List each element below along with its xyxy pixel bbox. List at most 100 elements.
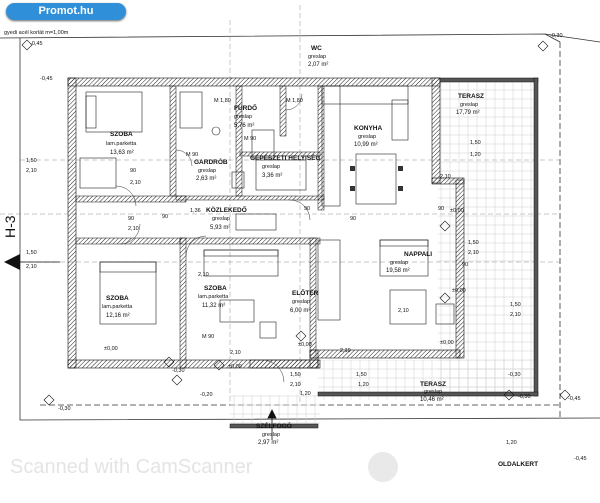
dim-label: -0,30 [550,33,563,39]
room-gardrob-area: 2,63 m² [196,176,216,182]
room-nappali-floor: greslap [390,260,408,266]
room-szoba2-floor: lam.parketta [102,304,133,310]
room-szoba3-floor: lam.parketta [198,294,229,300]
room-eloter-name: ELŐTÉR [292,288,319,297]
dim-label: 1,50 [470,140,481,146]
room-terasz-top-floor: greslap [460,102,478,108]
garden-label: OLDALKERT [498,461,538,468]
room-gepeszeti-floor: greslap [262,164,280,170]
terrace-tiles [230,82,538,427]
room-nappali-name: NAPPALI [404,251,432,258]
dim-label: 90 [128,216,134,222]
dim-label: M 1,80 [286,98,303,104]
dim-label: 90 [304,206,310,212]
room-konyha-floor: greslap [358,134,376,140]
dim-label: M 90 [186,152,198,158]
room-szoba1-floor: lam.parketta [106,141,137,147]
room-terasz-top-name: TERASZ [458,93,484,100]
dimension-labels: -0,45 -0,45 -0,30 -0,30 -0,30 -0,30 -0,3… [26,33,587,462]
dim-label: 2,10 [398,308,409,314]
room-labels: SZOBA lam.parketta 13,63 m² FÜRDŐ gresla… [102,45,484,446]
dim-label: 2,10 [230,350,241,356]
dim-label: M 90 [202,334,214,340]
dim-label: 2,10 [130,180,141,186]
section-mark: H-3 [2,215,18,238]
room-konyha-name: KONYHA [354,125,382,132]
dim-label: -0,30 [172,368,185,374]
room-szelfogo-area: 2,97 m² [258,440,278,446]
room-gardrob-floor: greslap [198,168,216,174]
dim-label: 90 [162,214,168,220]
dim-label: 90 [130,168,136,174]
room-eloter-area: 6,00 m² [290,308,310,314]
dim-label: 90 [350,216,356,222]
watermark-logo [368,452,398,482]
watermark-text: Scanned with CamScanner [10,456,253,478]
annotations: gyedi acél korlát m=1,00m OLDALKERT H-3 [2,30,538,468]
site-boundary [0,33,600,421]
dim-label: 1,50 [356,372,367,378]
level-markers [21,39,571,406]
room-wc-name: WC [311,45,322,52]
room-szoba1-name: SZOBA [110,131,133,138]
room-terasz-bottom-name: TERASZ [420,381,446,388]
room-szoba1-area: 13,63 m² [110,150,134,156]
dim-label: M 1,80 [214,98,231,104]
room-szoba3-area: 11,32 m² [202,303,225,309]
dim-label: 2,10 [290,382,301,388]
exterior-walls [67,77,465,369]
dim-label: -0,45 [574,456,587,462]
room-furdo-name: FÜRDŐ [234,103,257,112]
dim-label: 90 [438,206,444,212]
dim-label: -0,20 [200,392,213,398]
scale-note: gyedi acél korlát m=1,00m [4,30,69,36]
dim-label: 1,20 [300,391,311,397]
room-furdo-floor: greslap [234,114,252,120]
room-gepeszeti-name: GÉPÉSZETI HELYISÉG [250,153,321,162]
entry-arrow [267,409,277,440]
dim-label: 90 [462,262,468,268]
room-terasz-bottom-area: 10,46 m² [420,397,444,403]
room-gepeszeti-area: 3,36 m² [262,173,282,179]
dim-label: 2,10 [468,250,479,256]
dim-label: -0,45 [568,396,581,402]
dim-label: 2,10 [510,312,521,318]
room-furdo-area: 5,76 m² [234,123,254,129]
dim-label: 2,10 [440,174,451,180]
room-szoba3-name: SZOBA [204,285,227,292]
room-nappali-area: 19,58 m² [386,268,410,274]
room-kozlekedo-area: 5,93 m² [210,225,230,231]
room-terasz-top-area: 17,79 m² [456,110,480,116]
dim-label: 1,50 [26,158,37,164]
room-szelfogo-floor: greslap [262,432,280,438]
dim-label: -0,30 [508,372,521,378]
room-wc-floor: greslap [308,54,326,60]
dim-label: -0,45 [30,41,43,47]
dim-label: ±0,00 [298,342,312,348]
door-swings [115,93,311,383]
dim-label: ±0,00 [450,208,464,214]
furniture [79,85,455,339]
dim-label: ±0,00 [228,364,242,370]
dim-label: 1,36 [190,208,201,214]
site-logo-badge[interactable]: Promot.hu [6,3,126,20]
section-marker [4,254,60,270]
dim-label: 1,50 [290,372,301,378]
room-wc-area: 2,07 m² [308,62,328,68]
room-konyha-area: 10,99 m² [354,142,378,148]
room-kozlekedo-floor: greslap [212,216,230,222]
dim-label: 2,10 [128,226,139,232]
dim-label: -0,30 [518,394,531,400]
dim-label: ±0,00 [440,340,454,346]
dim-label: M 90 [244,136,256,142]
dim-label: 1,50 [468,240,479,246]
room-eloter-floor: greslap [292,299,310,305]
dim-label: 1,20 [506,440,517,446]
room-kozlekedo-name: KÖZLEKEDŐ [206,205,247,214]
dim-label: ±0,00 [452,288,466,294]
room-terasz-bottom-floor: greslap [424,389,442,395]
dim-label: 1,20 [358,382,369,388]
dim-label: 2,10 [26,264,37,270]
dim-label: ±0,00 [104,346,118,352]
